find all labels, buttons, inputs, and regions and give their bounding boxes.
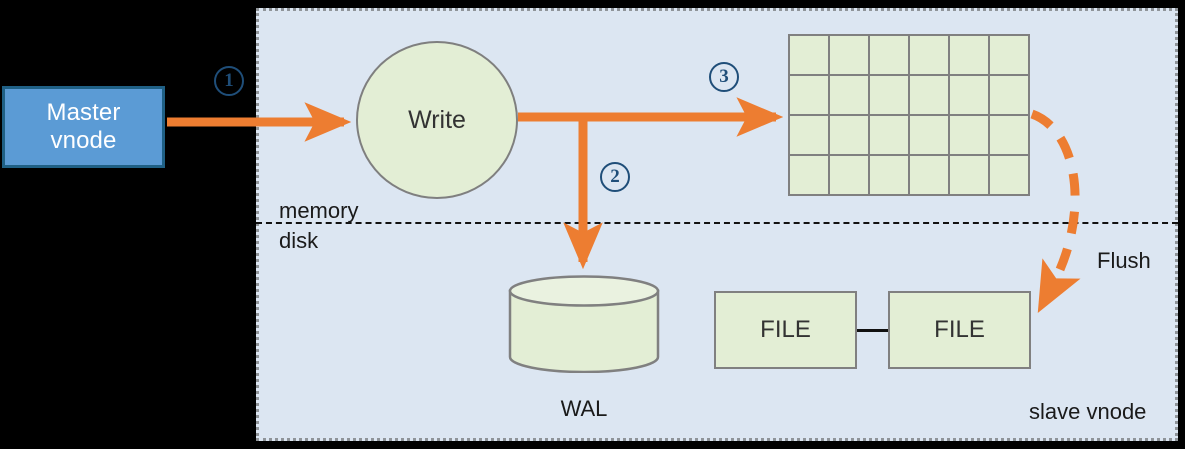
file-box-2-label: FILE: [934, 316, 985, 343]
step-badge-3-label: 3: [719, 66, 729, 87]
cylinder-icon: [508, 275, 660, 374]
file-connector-line: [857, 329, 888, 332]
step-badge-3: 3: [709, 62, 739, 92]
master-vnode-box[interactable]: Master vnode: [2, 86, 165, 168]
write-node-label: Write: [408, 105, 466, 134]
memory-disk-divider: [256, 222, 1178, 224]
file-box-2[interactable]: FILE: [888, 291, 1031, 369]
memtable-cell: [910, 76, 948, 114]
memtable-cell: [790, 156, 828, 194]
step-badge-2: 2: [600, 162, 630, 192]
slave-vnode-label: slave vnode: [1029, 399, 1147, 424]
memtable-cell: [990, 116, 1028, 154]
memtable-cell: [830, 116, 868, 154]
memtable-cell: [950, 76, 988, 114]
file-box-1-label: FILE: [760, 316, 811, 343]
wal-label: WAL: [560, 396, 608, 421]
memtable-cell: [830, 36, 868, 74]
memtable-grid: [788, 34, 1030, 196]
memtable-cell: [950, 116, 988, 154]
memtable-cell: [990, 156, 1028, 194]
memtable-cell: [990, 76, 1028, 114]
memtable-cell: [910, 36, 948, 74]
step-badge-2-label: 2: [610, 166, 620, 187]
memtable-cell: [830, 76, 868, 114]
step-badge-1: 1: [214, 66, 244, 96]
memtable-cell: [990, 36, 1028, 74]
step-badge-1-label: 1: [224, 70, 234, 91]
memtable-cell: [870, 116, 908, 154]
wal-cylinder: [508, 275, 660, 374]
master-vnode-label-line1: Master: [46, 98, 121, 126]
memtable-cell: [950, 36, 988, 74]
memtable-cell: [950, 156, 988, 194]
memtable-cell: [910, 156, 948, 194]
memtable-cell: [910, 116, 948, 154]
memtable-cell: [830, 156, 868, 194]
memtable-cell: [870, 76, 908, 114]
memtable-cell: [870, 156, 908, 194]
flush-label: Flush: [1097, 248, 1151, 273]
master-vnode-label-line2: vnode: [50, 127, 117, 154]
memtable-cell: [790, 116, 828, 154]
disk-tier-label: disk: [279, 228, 319, 253]
memtable-cell: [790, 36, 828, 74]
memtable-cell: [870, 36, 908, 74]
file-box-1[interactable]: FILE: [714, 291, 857, 369]
memory-tier-label: memory: [279, 198, 359, 223]
memtable-cell: [790, 76, 828, 114]
write-node[interactable]: Write: [356, 41, 518, 199]
